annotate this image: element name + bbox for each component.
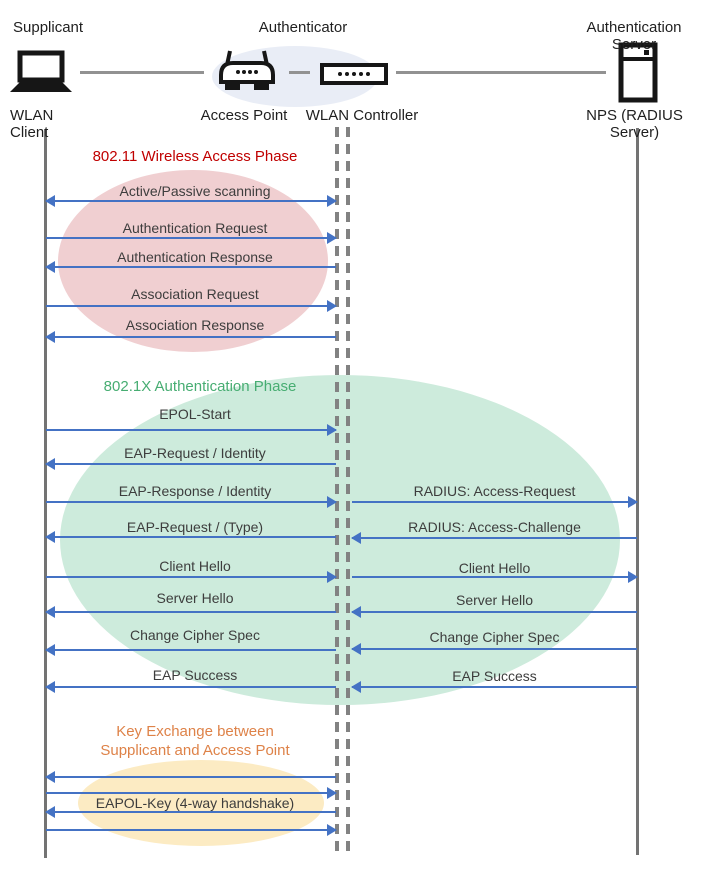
message-label: EAP-Request / (Type)	[126, 519, 264, 535]
message-label: Authentication Request	[122, 220, 268, 236]
role-authenticator: Authenticator	[258, 19, 348, 36]
access-point-icon	[219, 50, 275, 90]
message-label: EAPOL-Key (4-way handshake)	[95, 795, 295, 811]
phase3-title-line2: Supplicant and Access Point	[100, 742, 290, 759]
message-label: EPOL-Start	[159, 406, 231, 422]
arrow-association-response	[45, 331, 336, 343]
device-wlan-controller: WLAN Controller	[305, 107, 419, 124]
message-label: RADIUS: Access-Challenge	[408, 519, 581, 535]
device-wlan-client: WLAN Client	[10, 107, 54, 141]
arrow-eap-success-right	[351, 681, 637, 693]
arrow-change-cipher-spec-right	[351, 643, 637, 655]
arrow-eapol-key-3	[45, 806, 336, 818]
message-label: EAP-Response / Identity	[118, 483, 272, 499]
link-client-ap	[80, 71, 204, 74]
arrow-server-hello-right	[351, 606, 637, 618]
device-nps-radius-server: NPS (RADIUS Server)	[586, 107, 683, 141]
lifeline-authenticator-right	[346, 127, 350, 853]
arrow-eapol-key-1	[45, 771, 336, 783]
arrow-radius-access-request	[352, 496, 638, 508]
message-label: Association Request	[131, 286, 259, 302]
arrow-active-passive-scanning	[45, 195, 337, 207]
arrow-authentication-response	[45, 261, 336, 273]
arrow-eapol-key-4	[46, 824, 337, 836]
message-label: Client Hello	[159, 558, 231, 574]
arrow-eap-response-identity	[46, 496, 337, 508]
wlan-controller-icon	[320, 63, 388, 85]
message-label: Client Hello	[458, 560, 531, 576]
device-access-point: Access Point	[200, 107, 288, 124]
arrow-association-request	[46, 300, 337, 312]
message-label: Change Cipher Spec	[429, 629, 560, 645]
message-label: Association Response	[125, 317, 265, 333]
message-label: Server Hello	[455, 592, 534, 608]
arrow-eap-request-identity	[45, 458, 336, 470]
arrow-change-cipher-spec-left	[45, 644, 336, 656]
phase2-ellipse	[60, 375, 620, 705]
message-label: EAP Success	[152, 667, 238, 683]
lifeline-authenticator-left	[335, 127, 339, 853]
arrow-client-hello-right	[352, 571, 638, 583]
phase3-title-line1: Key Exchange between	[116, 723, 274, 740]
lifeline-nps-server	[636, 128, 639, 855]
message-label: Change Cipher Spec	[130, 627, 260, 643]
arrow-eap-request-type	[45, 531, 336, 543]
phase3-ellipse	[78, 760, 324, 846]
phase3-title: Key Exchange between Supplicant and Acce…	[45, 722, 345, 760]
lifeline-wlan-client	[44, 130, 47, 858]
role-authentication-server: Authentication Server	[586, 19, 682, 53]
message-label: EAP-Request / Identity	[124, 445, 266, 461]
role-supplicant: Supplicant	[13, 19, 84, 36]
arrow-eap-success-left	[45, 681, 336, 693]
message-label: EAP Success	[452, 668, 537, 684]
arrow-authentication-request	[46, 232, 337, 244]
arrow-radius-access-challenge	[351, 532, 637, 544]
server-icon	[618, 42, 658, 103]
link-ap-controller	[289, 71, 310, 74]
arrow-client-hello-left	[46, 571, 337, 583]
arrow-server-hello-left	[45, 606, 336, 618]
arrow-eapol-key-2	[46, 787, 337, 799]
link-controller-server	[396, 71, 606, 74]
phase2-title: 802.1X Authentication Phase	[103, 378, 297, 395]
phase1-title: 802.11 Wireless Access Phase	[92, 148, 298, 165]
arrow-epol-start	[46, 424, 337, 436]
laptop-icon	[10, 50, 72, 92]
message-label: Server Hello	[156, 590, 234, 606]
message-label: Authentication Response	[117, 249, 273, 265]
message-label: Active/Passive scanning	[119, 183, 271, 199]
message-label: RADIUS: Access-Request	[413, 483, 576, 499]
